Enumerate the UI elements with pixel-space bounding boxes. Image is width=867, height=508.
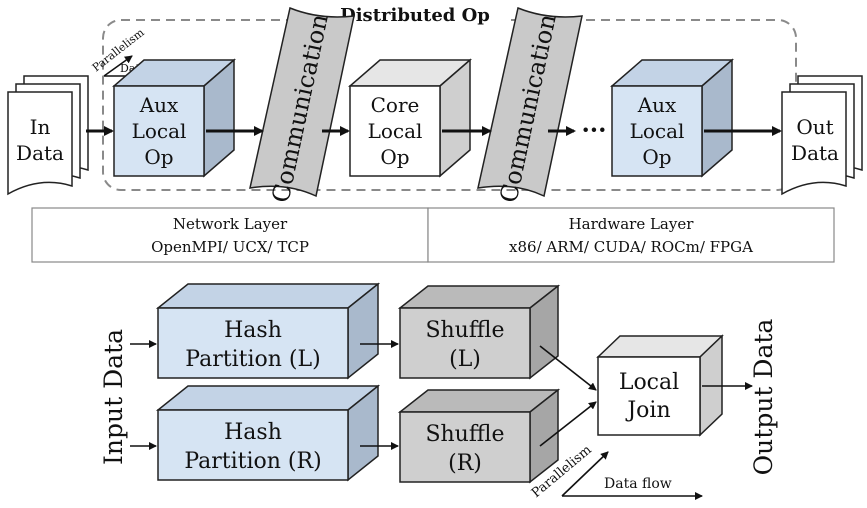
- input-data-label: Input Data: [99, 329, 128, 465]
- shuffle-l: Shuffle (L): [397, 284, 561, 380]
- svg-text:Out: Out: [796, 115, 833, 139]
- hash-partition-l: Hash Partition (L): [155, 282, 381, 380]
- svg-text:Hardware Layer: Hardware Layer: [569, 215, 695, 233]
- distributed-op-title: Distributed Op: [340, 5, 490, 26]
- svg-text:Local: Local: [132, 119, 187, 143]
- shuffle-r: Shuffle (R): [397, 388, 561, 484]
- svg-text:Aux: Aux: [139, 93, 179, 117]
- in-data-document: In Data: [7, 75, 89, 196]
- svg-text:Core: Core: [371, 93, 420, 117]
- out-data-document: Out Data: [781, 75, 863, 196]
- communication-ribbon-1: Communication: [249, 6, 355, 205]
- bottom-dataflow-label: Data flow: [604, 476, 672, 492]
- core-local-op: Core Local Op: [347, 58, 473, 178]
- svg-text:Local: Local: [630, 119, 685, 143]
- aux-local-op-right: Aux Local Op: [609, 58, 735, 178]
- svg-text:Hash: Hash: [224, 420, 282, 445]
- arrow-shuffle-l-to-join: [539, 345, 597, 391]
- arrow-shuffle-r-to-join: [539, 401, 597, 447]
- svg-text:Op: Op: [144, 145, 173, 169]
- svg-text:Shuffle: Shuffle: [425, 318, 504, 343]
- ellipsis: ···: [581, 115, 606, 144]
- svg-text:Local: Local: [368, 119, 423, 143]
- svg-text:(R): (R): [448, 451, 482, 476]
- svg-text:Local: Local: [619, 370, 679, 395]
- hash-partition-r: Hash Partition (R): [155, 384, 381, 482]
- svg-text:Shuffle: Shuffle: [425, 422, 504, 447]
- output-data-label: Output Data: [749, 319, 778, 476]
- communication-ribbon-2: Communication: [477, 6, 583, 205]
- network-layer-box: Network Layer OpenMPI/ UCX/ TCP: [31, 207, 429, 263]
- svg-text:(L): (L): [449, 347, 481, 372]
- svg-text:Aux: Aux: [637, 93, 677, 117]
- svg-text:Op: Op: [642, 145, 671, 169]
- aux-local-op-left: Aux Local Op: [111, 58, 237, 178]
- svg-text:Hash: Hash: [224, 318, 282, 343]
- svg-text:Join: Join: [625, 398, 670, 423]
- svg-text:Partition (L): Partition (L): [185, 347, 320, 372]
- svg-text:Network Layer: Network Layer: [173, 215, 288, 233]
- svg-text:Data: Data: [791, 141, 839, 165]
- svg-text:Partition (R): Partition (R): [184, 449, 321, 474]
- svg-text:In: In: [30, 115, 51, 139]
- svg-text:OpenMPI/ UCX/ TCP: OpenMPI/ UCX/ TCP: [151, 238, 309, 256]
- svg-text:Data: Data: [16, 141, 64, 165]
- svg-text:x86/ ARM/ CUDA/ ROCm/ FPGA: x86/ ARM/ CUDA/ ROCm/ FPGA: [509, 238, 753, 256]
- svg-text:Op: Op: [380, 145, 409, 169]
- hardware-layer-box: Hardware Layer x86/ ARM/ CUDA/ ROCm/ FPG…: [427, 207, 835, 263]
